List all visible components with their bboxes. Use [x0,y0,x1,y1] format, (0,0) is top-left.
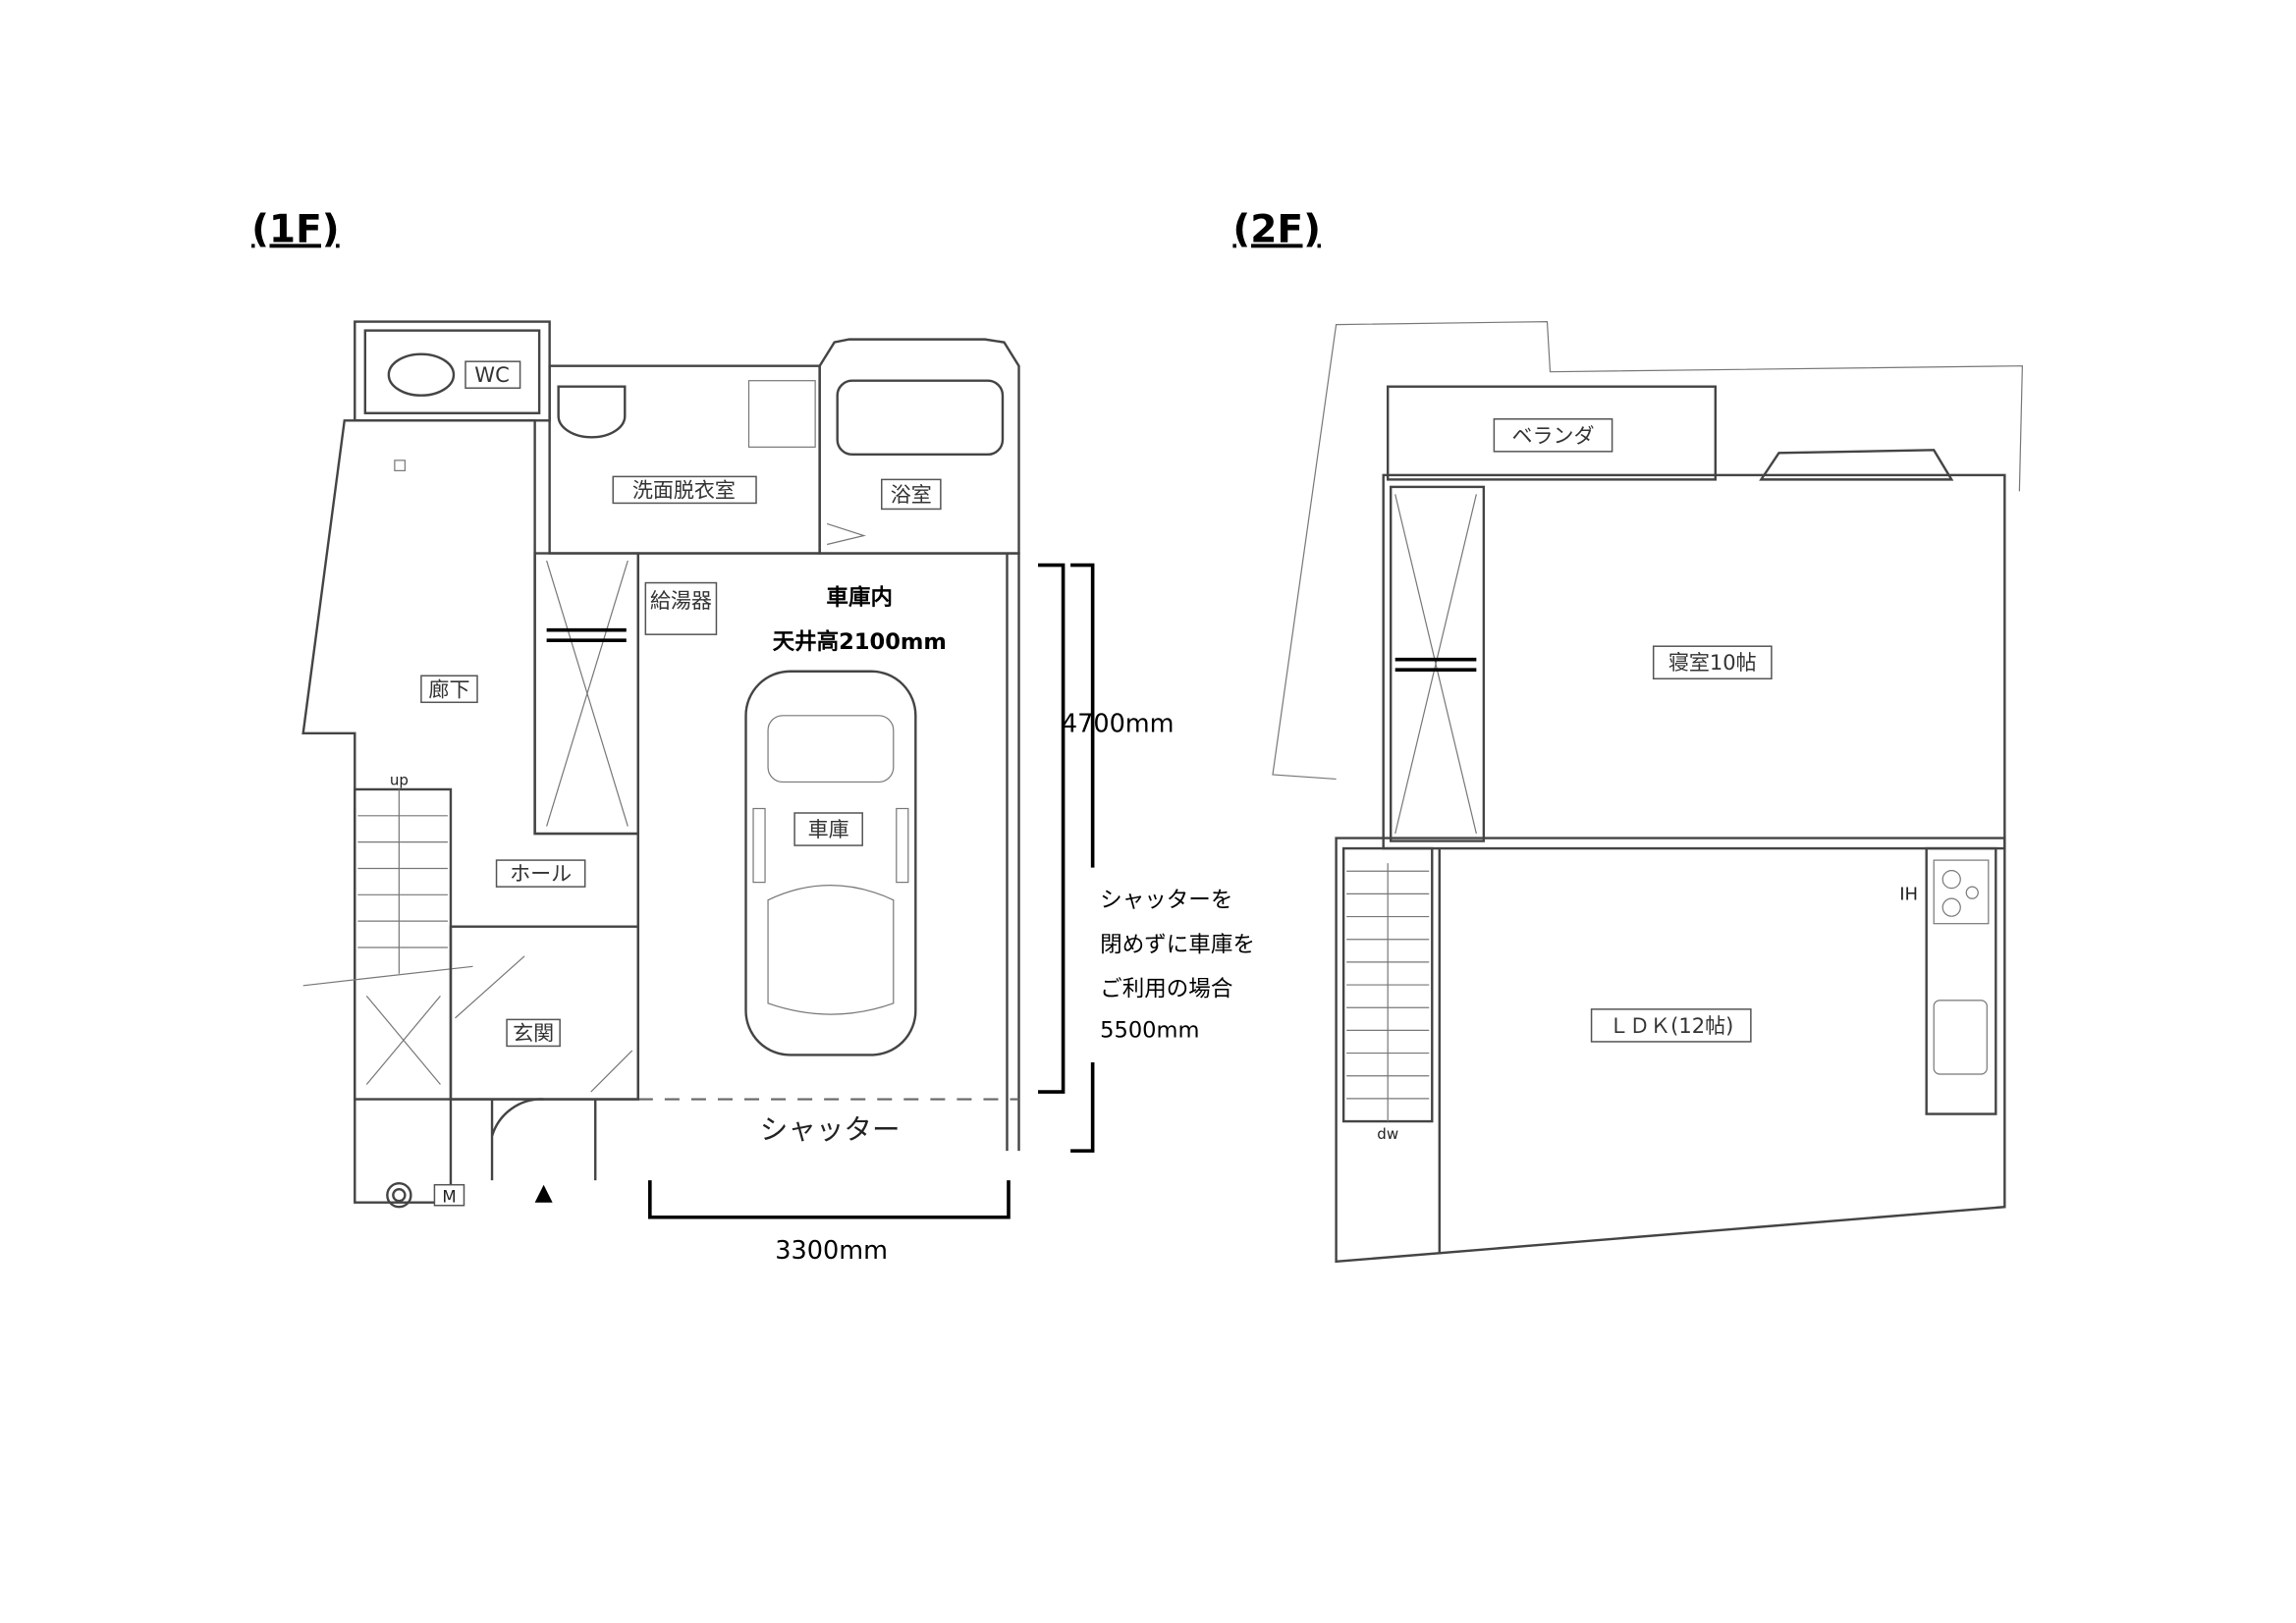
kitchen-counter [1925,846,1997,1115]
ldk: IH ＬＤＫ(12帖) [1335,837,2006,1264]
note-line: ご利用の場合 [1100,976,1232,1001]
veranda-label: ベランダ [1511,423,1594,448]
bedroom: 寝室10帖 [1382,449,2006,850]
entry-door [490,1098,597,1181]
closet-1f [533,552,640,836]
ih-label: IH [1899,885,1918,905]
sink-icon [557,385,627,439]
dim-total-bracket [1070,563,1095,1153]
stairs-1f: up [302,771,473,1101]
dim-depth: 4700mm [1062,709,1175,738]
washroom: 洗面脱衣室 [548,364,821,555]
entrance-area [449,925,640,1101]
entrance-label: 玄関 [513,1020,554,1045]
shutter-label: シャッター [760,1112,901,1146]
dim-width-bracket [648,1180,1011,1219]
stairs-up-label: up [390,771,409,788]
bath-label: 浴室 [891,482,932,507]
wc-label: WC [474,362,509,387]
shutter-note: シャッターを 閉めずに車庫を ご利用の場合 5500mm [1100,888,1255,1043]
note-line: 5500mm [1100,1017,1199,1043]
dim-depth-bracket [1038,563,1066,1094]
bedroom-label: 寝室10帖 [1668,650,1757,675]
closet-2f [1389,485,1486,842]
ldk-label: ＬＤＫ(12帖) [1609,1013,1733,1038]
water-meter-icon [386,1181,412,1209]
stairs-2f: dw [1341,846,1434,1143]
corridor-label: 廊下 [428,676,469,701]
ih-cooktop-icon [1933,859,1990,925]
stairs-down-label: dw [1377,1125,1398,1143]
site-boundary [1272,320,2023,781]
water-heater-label: 給湯器 [650,588,712,613]
floor1: (1F) WC 廊下 洗面脱衣室 浴室 [251,207,1255,1265]
veranda [1386,385,1718,481]
bathroom: 浴室 [818,338,1020,555]
garage-label: 車庫 [808,817,849,841]
wc-room: WC [354,320,551,422]
bathtub-icon [836,379,1005,457]
washroom-label: 洗面脱衣室 [632,477,736,502]
garage-heading: 車庫内 [826,584,893,611]
dim-width: 3300mm [775,1236,888,1266]
ceiling-height: 天井高2100mm [773,628,947,655]
toilet-icon [387,352,456,397]
car-icon [744,670,917,1056]
meter-label: M [442,1188,456,1207]
corridor-outline [301,419,640,1204]
note-line: シャッターを [1100,888,1232,913]
hall-label: ホール [510,861,572,886]
kitchen-sink-icon [1933,1000,1988,1075]
note-line: 閉めずに車庫を [1100,932,1255,957]
north-triangle-icon [534,1184,553,1203]
floor1-title: (1F) [251,207,340,251]
floor2: (2F) ベランダ 寝室10帖 IH ＬＤＫ(1 [1232,207,2023,1264]
garage: 給湯器 車庫内 天井高2100mm 車庫 シャッター [636,552,1020,1152]
floor2-title: (2F) [1232,207,1321,251]
